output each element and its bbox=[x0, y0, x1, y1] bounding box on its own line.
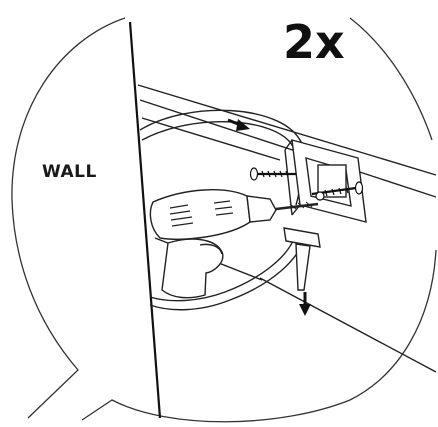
hand-icon bbox=[161, 238, 224, 299]
down-arrow-icon bbox=[299, 292, 311, 316]
cable-tie-icon bbox=[283, 227, 321, 291]
wall-edge-line bbox=[128, 21, 162, 419]
drill-icon bbox=[149, 189, 319, 240]
mounting-bracket-icon bbox=[284, 139, 367, 223]
wall-label: WALL bbox=[42, 162, 97, 182]
callout-bubble bbox=[11, 17, 437, 423]
direction-arrow-icon bbox=[227, 118, 250, 131]
count-label: 2x bbox=[283, 15, 345, 69]
screw-icon bbox=[249, 167, 364, 201]
